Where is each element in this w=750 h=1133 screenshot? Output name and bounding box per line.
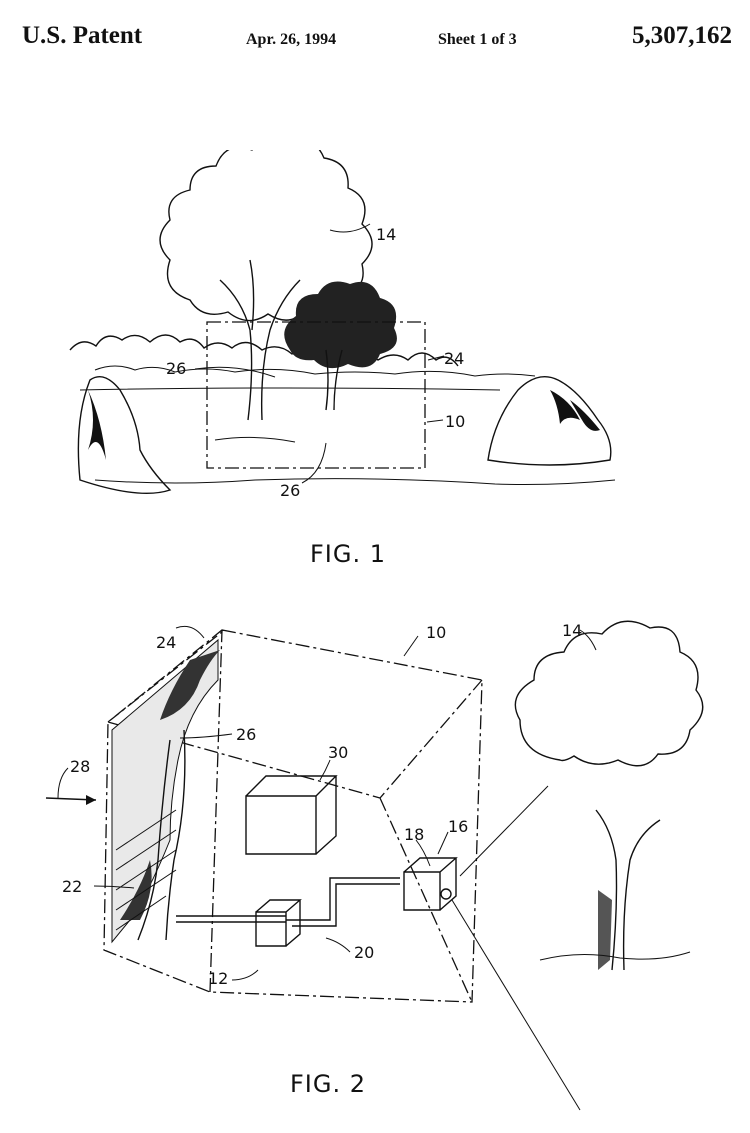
ref-14-fig1: 14 [376, 225, 396, 244]
ref-10-fig2: 10 [426, 623, 446, 642]
sheet-number: Sheet 1 of 3 [438, 31, 517, 48]
figure-1-drawing: 14 24 26 10 26 FIG. 1 [69, 150, 616, 568]
horizon-brush [69, 334, 459, 367]
figure-2-drawing: 24 10 14 28 26 30 18 16 22 12 20 FIG. 2 [45, 620, 704, 1111]
ref-24-fig1: 24 [444, 349, 464, 368]
box-30 [245, 775, 338, 855]
ref-12-fig2: 12 [208, 969, 228, 988]
dark-tree-canopy [284, 281, 397, 369]
right-rock [487, 376, 612, 466]
enclosure-10 [103, 629, 483, 1003]
patent-number: 5,307,162 [632, 22, 732, 49]
ref-26a-fig1: 26 [166, 359, 186, 378]
patent-date: Apr. 26, 1994 [246, 31, 337, 48]
ref-30-fig2: 30 [328, 743, 348, 762]
patent-label: U.S. Patent [22, 22, 143, 49]
fig1-caption: FIG. 1 [310, 540, 386, 568]
frame-10 [206, 321, 426, 469]
left-rock [77, 376, 172, 494]
large-tree-trunk [219, 259, 301, 421]
conduit-20 [176, 877, 400, 927]
sight-line-upper [459, 785, 549, 877]
tree-14-fig2 [595, 809, 661, 971]
ref-26b-fig1: 26 [280, 481, 300, 500]
ref-14-fig2: 14 [562, 621, 582, 640]
large-tree-canopy [159, 150, 373, 322]
ref-24-fig2: 24 [156, 633, 176, 652]
ref-16-fig2: 16 [448, 817, 468, 836]
ref-18-fig2: 18 [404, 825, 424, 844]
sight-line-lower [451, 899, 581, 1111]
camera-16 [403, 857, 458, 911]
ref-26-fig2: 26 [236, 725, 256, 744]
ref-28-fig2: 28 [70, 757, 90, 776]
ref-20-fig2: 20 [354, 943, 374, 962]
fig2-caption: FIG. 2 [290, 1070, 366, 1098]
device-12 [255, 899, 302, 947]
ref-22-fig2: 22 [62, 877, 82, 896]
ref-10-fig1: 10 [445, 412, 465, 431]
